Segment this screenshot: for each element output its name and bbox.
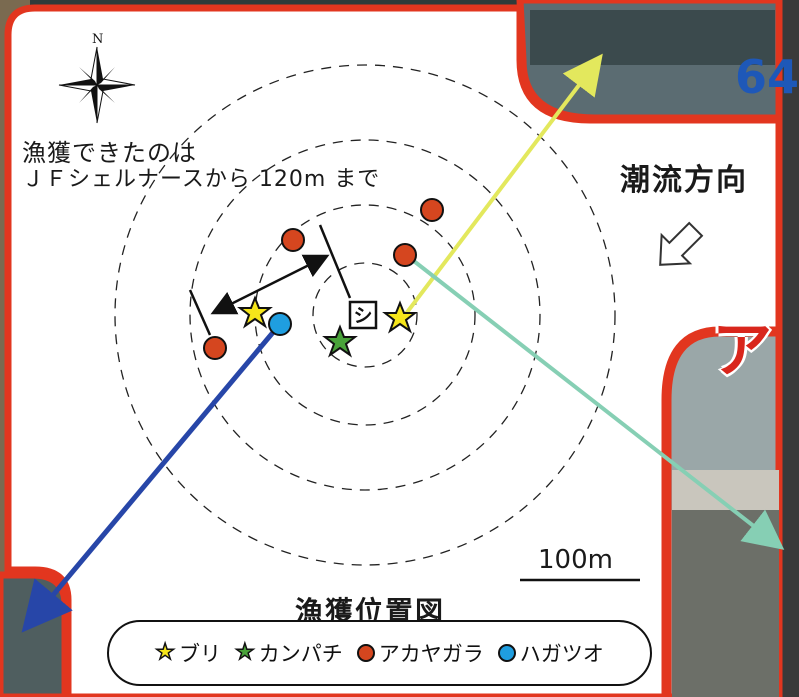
jf-shelnurse-marker: [348, 300, 378, 330]
right-photo-deck: [672, 510, 779, 697]
akayagara-marker: [420, 198, 444, 222]
legend-label: ブリ: [179, 642, 221, 666]
scale-label: 100m: [538, 545, 613, 575]
buri-marker: [237, 295, 273, 329]
yellow-arrow: [403, 53, 603, 317]
blue-arrow: [21, 328, 277, 633]
kanpachi-marker: [322, 324, 358, 358]
legend: ★ ブリ ★ カンパチ アカヤガラ ハガツオ: [107, 620, 652, 686]
tide-direction-icon: [659, 221, 704, 266]
compass-north-label: N: [92, 32, 103, 47]
legend-item-buri: ★ ブリ: [155, 638, 221, 668]
buri-marker: [382, 300, 418, 334]
star-icon: ★: [234, 640, 255, 665]
star-icon: ★: [155, 640, 176, 665]
catch-note-line1: 漁獲できたのは: [22, 139, 197, 167]
akayagara-marker: [203, 336, 227, 360]
ring-1: [312, 262, 418, 368]
distance-bar-left: [188, 289, 212, 336]
jf-shelnurse-label: シ: [353, 305, 372, 327]
circle-icon: [497, 644, 516, 662]
tide-direction-label: 潮流方向: [620, 163, 748, 198]
catch-markers: [203, 198, 444, 360]
distance-bar-right: [318, 224, 352, 299]
legend-item-kanpachi: ★ カンパチ: [234, 638, 343, 668]
legend-label: アカヤガラ: [378, 642, 484, 666]
compass-icon: N: [58, 32, 136, 124]
legend-item-hagatsuo: ハガツオ: [497, 638, 604, 668]
catch-note-line2: ＪＦシェルナースから 120m まで: [22, 167, 381, 192]
distance-double-arrow: [210, 254, 330, 315]
legend-label: カンパチ: [258, 642, 343, 666]
ring-4: [114, 64, 616, 566]
legend-label: ハガツオ: [519, 642, 604, 666]
teal-arrow: [408, 256, 785, 550]
photo-badge-number: 64: [735, 50, 799, 104]
legend-item-akayagara: アカヤガラ: [356, 638, 484, 668]
akayagara-marker: [281, 228, 305, 252]
ring-3: [189, 139, 541, 491]
circle-icon: [356, 644, 375, 662]
photo-heading-char: ア: [712, 316, 772, 386]
akayagara-marker: [393, 243, 417, 267]
hagatsuo-marker: [268, 312, 292, 336]
